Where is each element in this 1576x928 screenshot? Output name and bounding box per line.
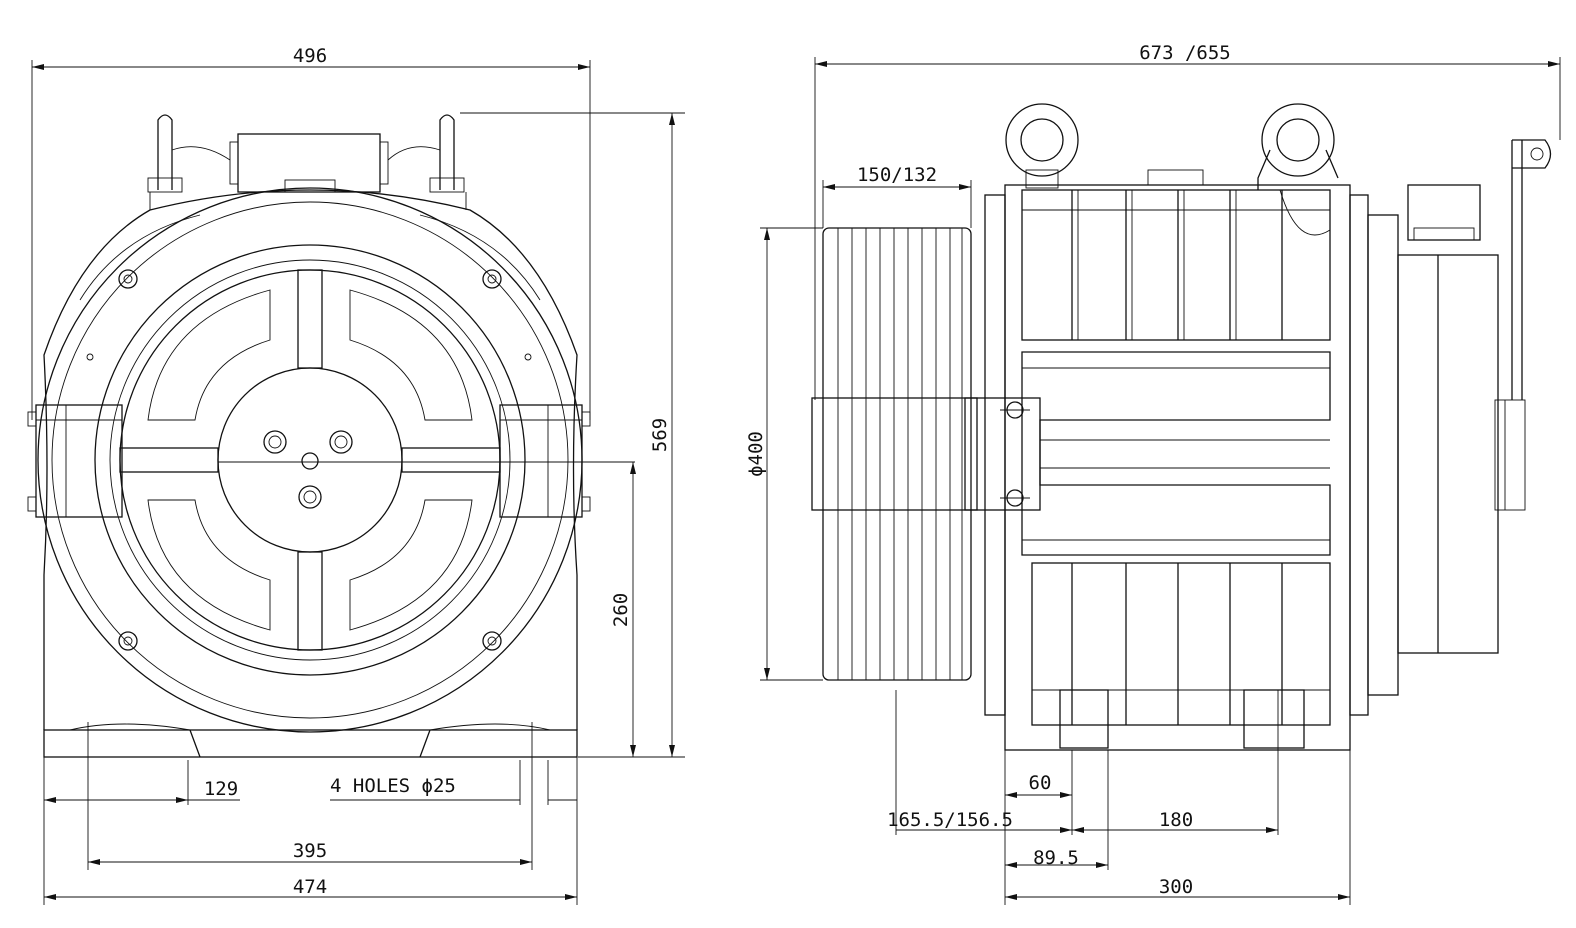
- side-flange: [984, 194, 1006, 716]
- side-feet: [1059, 689, 1305, 749]
- dim-foot-offset: 89.5: [1033, 847, 1079, 869]
- dim-overall-length: 673 /655: [1139, 42, 1231, 64]
- side-clamp-block: [964, 397, 1041, 511]
- front-middle-ring: [94, 244, 526, 676]
- dim-base-width: 474: [293, 876, 327, 898]
- front-dimension-569: 569: [460, 112, 685, 758]
- dim-overall-height: 569: [649, 418, 671, 452]
- side-view: 673 /655 150/132 ϕ400 60: [745, 42, 1561, 905]
- side-brake: [1397, 139, 1552, 654]
- dim-shaft-height: 260: [610, 593, 632, 627]
- side-dimension-400: ϕ400: [745, 227, 823, 681]
- side-middle-fins: [1021, 351, 1331, 556]
- dim-sheave-offset: 165.5/156.5: [887, 809, 1013, 831]
- dim-foot-offset: 129: [204, 778, 238, 800]
- dim-hole-spacing: 395: [293, 840, 327, 862]
- front-hub: [217, 367, 403, 553]
- front-side-clamps: [27, 404, 591, 518]
- side-clamp-bar: [811, 397, 978, 511]
- front-bottom-dimensions: 129 4 HOLES ϕ25 395 474: [43, 722, 578, 905]
- front-spokes: [119, 269, 501, 651]
- dim-sheave-diameter: ϕ400: [745, 431, 767, 477]
- front-hub-nuts: [263, 430, 353, 509]
- side-brake-terminal-box: [1407, 184, 1481, 241]
- dim-base-length: 300: [1159, 876, 1193, 898]
- side-lower-fins: [1031, 562, 1331, 726]
- side-lifting-eyes: [1005, 103, 1339, 236]
- side-bottom-dimensions: 60 165.5/156.5 180 89.5 300: [887, 690, 1351, 905]
- dim-sheave-width: 150/132: [857, 164, 937, 186]
- holes-note: 4 HOLES ϕ25: [330, 775, 456, 797]
- front-spoke-ring: [119, 269, 501, 651]
- front-housing-bolts: [86, 269, 532, 651]
- side-dimension-150: 150/132: [822, 164, 972, 228]
- dim-overall-width: 496: [293, 45, 327, 67]
- side-dimension-673: 673 /655: [814, 42, 1561, 400]
- dim-foot-spacing: 180: [1159, 809, 1193, 831]
- front-top-hardware: [147, 114, 467, 210]
- front-dimension-260: 260: [610, 462, 636, 757]
- side-upper-fins: [1021, 189, 1331, 341]
- front-housing-outline: [43, 189, 578, 730]
- front-dimension-496: 496: [31, 45, 591, 420]
- front-terminal-box: [237, 133, 381, 193]
- dim-foot-width: 60: [1029, 772, 1052, 794]
- front-base-ribs: [189, 729, 431, 758]
- sheave: [822, 227, 972, 681]
- front-base-plate: [43, 729, 578, 758]
- front-view: 496 569 260 129 4 HOLES ϕ25: [27, 45, 685, 905]
